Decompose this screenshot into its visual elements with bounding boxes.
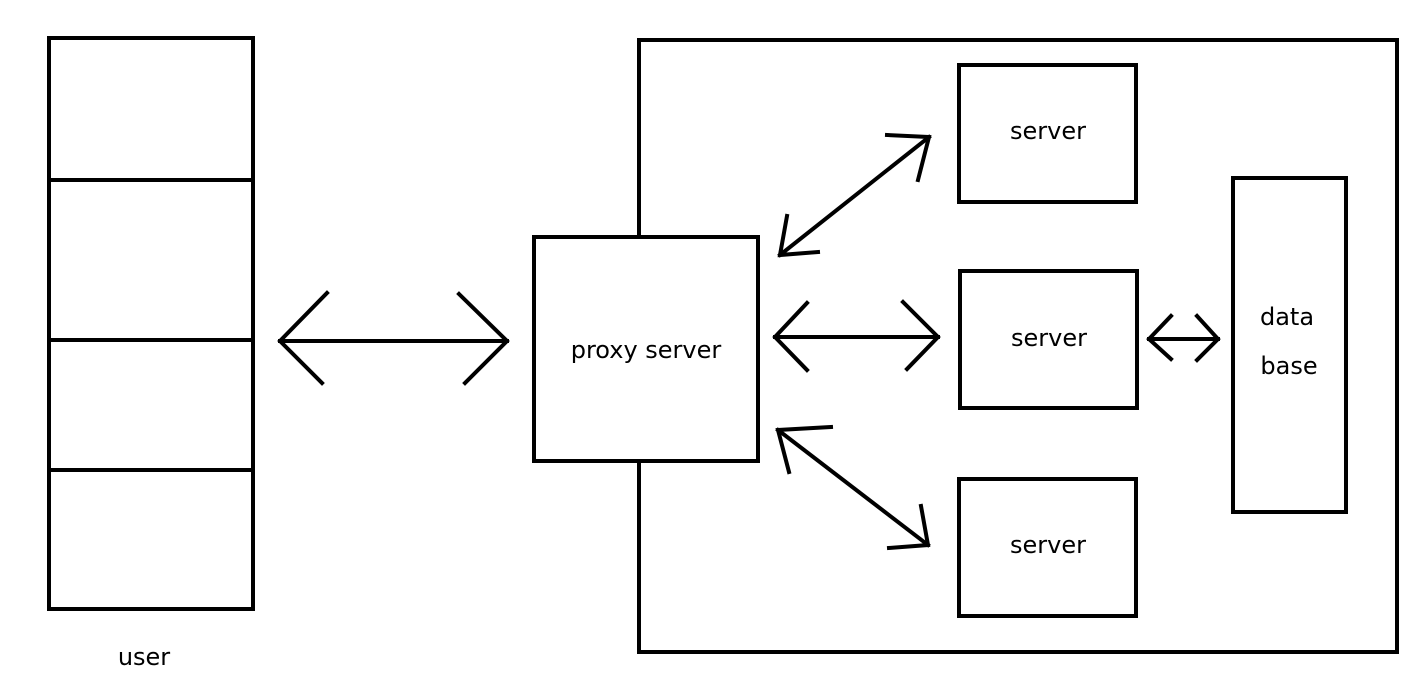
arrow-proxy-server-top-head-lower <box>777 213 821 258</box>
arrow-server-database <box>1146 313 1221 363</box>
server-middle-label: server <box>1011 324 1087 352</box>
arrow-user-proxy <box>277 290 510 386</box>
server-bottom-box <box>957 477 1138 618</box>
arrow-proxy-server-middle <box>772 299 941 373</box>
arrow-user-proxy-head-left <box>277 290 330 386</box>
user-client-box-2 <box>47 178 255 342</box>
arrow-proxy-server-middle-head-left <box>772 300 810 373</box>
proxy-server-label: proxy server <box>571 336 722 364</box>
arrow-proxy-server-bottom-shaft <box>775 427 931 548</box>
server-top-label: server <box>1010 117 1086 145</box>
arrow-proxy-server-top-shaft <box>777 134 932 258</box>
database-box <box>1231 176 1348 514</box>
proxy-server-box <box>532 235 760 463</box>
user-client-box-3 <box>47 338 255 472</box>
arrow-proxy-server-top <box>777 132 932 258</box>
user-label: user <box>118 643 170 671</box>
arrow-proxy-server-bottom <box>775 424 931 551</box>
arrow-user-proxy-head-right <box>456 291 510 386</box>
user-client-box-1 <box>47 36 255 182</box>
arrow-server-database-head-left <box>1146 313 1174 362</box>
user-client-box-4 <box>47 468 255 611</box>
user-stack <box>47 36 255 611</box>
arrow-proxy-server-middle-head-right <box>900 299 941 372</box>
database-label-line2: base <box>1260 352 1317 380</box>
arrow-proxy-server-bottom-head-upper <box>775 424 834 475</box>
arrow-server-database-head-right <box>1194 313 1221 363</box>
server-middle-box <box>958 269 1139 410</box>
arrow-proxy-server-bottom-head-lower <box>886 503 931 551</box>
server-bottom-label: server <box>1010 531 1086 559</box>
database-label-line1: data <box>1260 303 1314 331</box>
server-top-box <box>957 63 1138 204</box>
arrow-proxy-server-top-head-upper <box>884 132 932 183</box>
